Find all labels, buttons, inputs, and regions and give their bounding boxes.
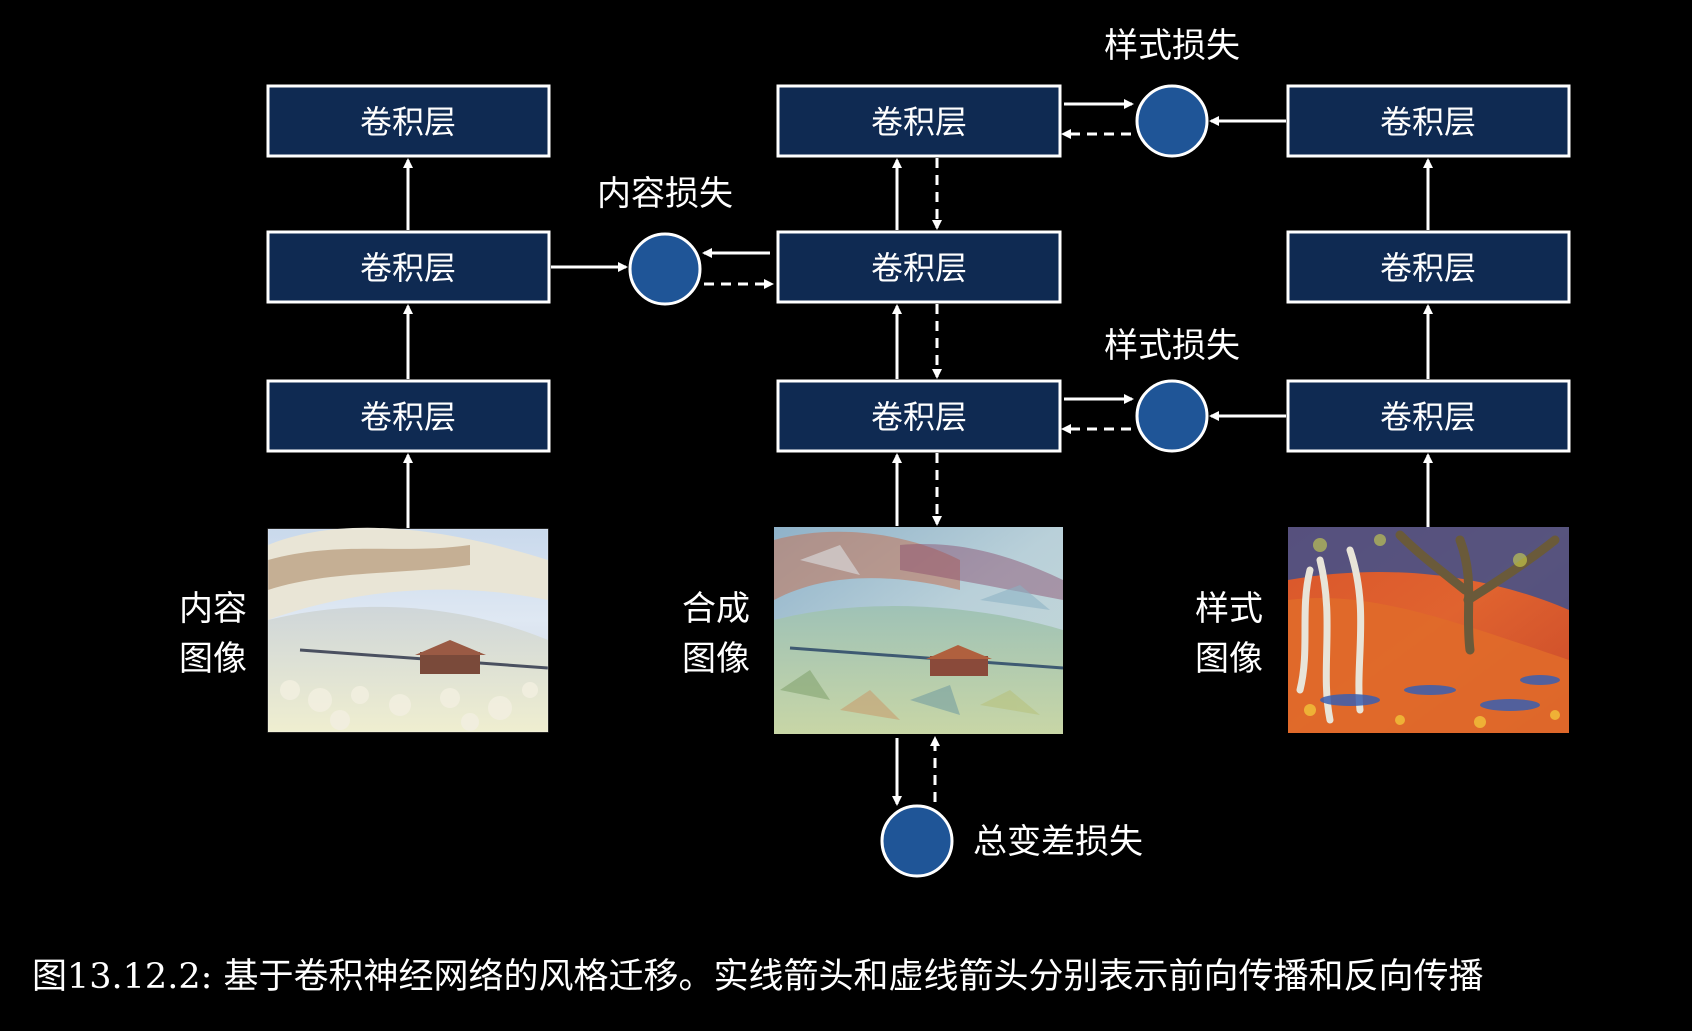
synth-conv-layer-bottom: 卷积层: [776, 379, 1062, 453]
content-image-label-line2: 图像: [179, 639, 247, 679]
conv-layer-label: 卷积层: [1380, 103, 1476, 141]
synthesized-image-label-line2: 图像: [682, 639, 750, 679]
content-loss-label: 内容损失: [597, 174, 733, 214]
conv-layer-label: 卷积层: [1380, 249, 1476, 287]
content-image-label-line1: 内容: [179, 589, 247, 629]
tv-loss-label: 总变差损失: [973, 822, 1143, 862]
style-column: 卷积层 卷积层 卷积层: [1195, 84, 1571, 733]
style-conv-layer-bottom: 卷积层: [1286, 379, 1571, 453]
conv-layer-label: 卷积层: [360, 249, 456, 287]
content-column: 卷积层 卷积层 卷积层 内容 图像: [179, 84, 551, 733]
style-conv-layer-middle: 卷积层: [1286, 230, 1571, 304]
conv-layer-label: 卷积层: [360, 103, 456, 141]
style-loss-label: 样式损失: [1104, 326, 1240, 366]
figure-caption: 图13.12.2: 基于卷积神经网络的风格迁移。实线箭头和虚线箭头分别表示前向传…: [32, 957, 1484, 997]
content-conv-layer-top: 卷积层: [266, 84, 551, 158]
style-loss-bottom: 样式损失: [1061, 326, 1286, 453]
content-conv-layer-bottom: 卷积层: [266, 379, 551, 453]
synthesized-image-label-line1: 合成: [682, 589, 750, 629]
content-loss-node: [628, 232, 702, 306]
conv-layer-label: 卷积层: [360, 398, 456, 436]
style-image-label-line1: 样式: [1195, 589, 1263, 629]
style-image-label-line2: 图像: [1195, 639, 1263, 679]
style-loss-node: [1135, 84, 1209, 158]
style-image: [1288, 527, 1569, 733]
style-conv-layer-top: 卷积层: [1286, 84, 1571, 158]
synthesized-column: 卷积层 卷积层 卷积层: [682, 84, 1143, 878]
conv-layer-label: 卷积层: [871, 103, 967, 141]
content-image: [267, 527, 549, 733]
content-conv-layer-middle: 卷积层: [266, 230, 551, 304]
content-loss: 内容损失: [551, 174, 774, 306]
conv-layer-label: 卷积层: [1380, 398, 1476, 436]
tv-loss-node: [880, 804, 954, 878]
style-loss-label: 样式损失: [1104, 26, 1240, 66]
synthesized-image: [774, 527, 1064, 734]
style-loss-top: 样式损失: [1061, 26, 1286, 158]
synth-conv-layer-middle: 卷积层: [776, 230, 1062, 304]
style-loss-node: [1135, 379, 1209, 453]
conv-layer-label: 卷积层: [871, 249, 967, 287]
synth-conv-layer-top: 卷积层: [776, 84, 1062, 158]
conv-layer-label: 卷积层: [871, 398, 967, 436]
